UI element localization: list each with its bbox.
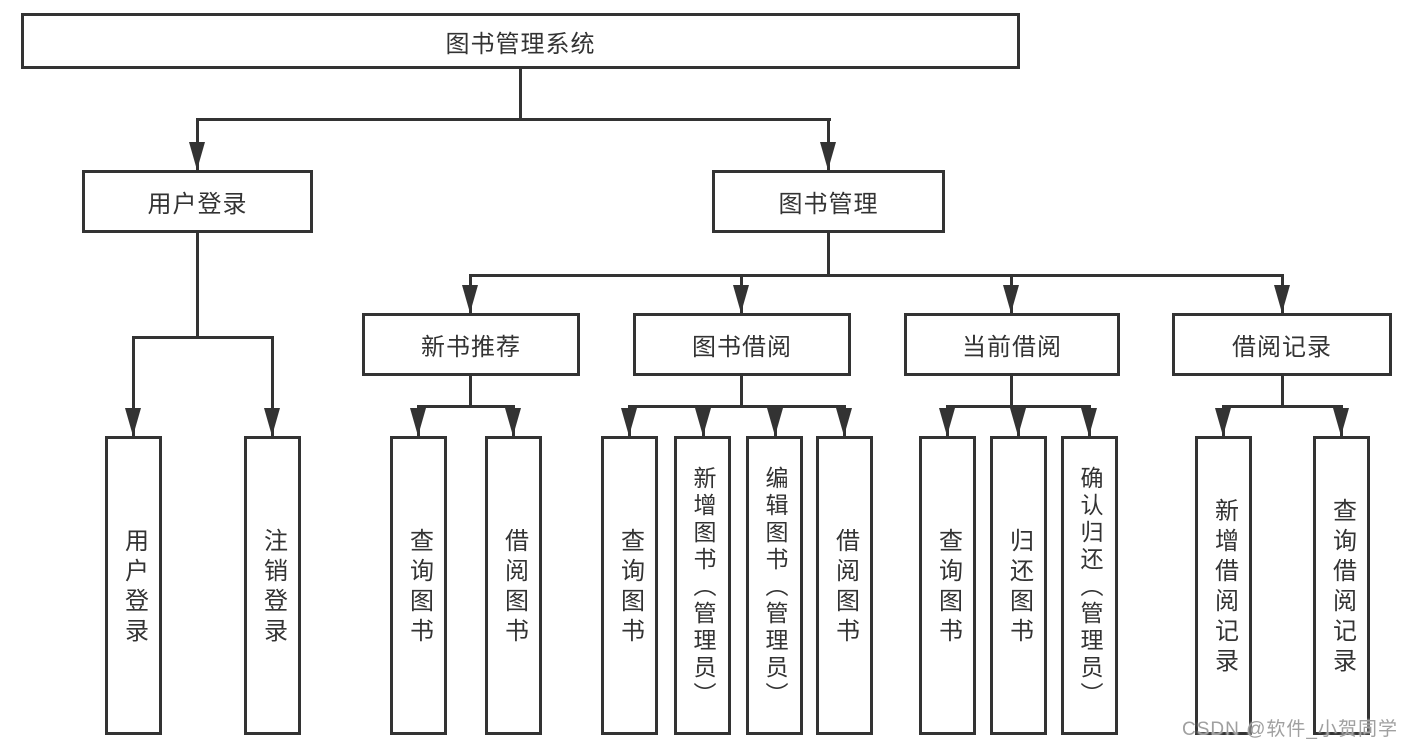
connector-cb-stem <box>1010 376 1013 405</box>
node-new-book-recommend: 新书推荐 <box>362 313 580 376</box>
arrow-down-icon <box>820 142 836 170</box>
node-root-library-system: 图书管理系统 <box>21 13 1020 69</box>
connector-root-stem <box>519 69 522 119</box>
connector-root-branch <box>196 118 831 121</box>
leaf-query-borrow-record: 查询借阅记录 <box>1313 436 1370 735</box>
arrow-down-icon <box>125 408 141 436</box>
arrow-down-icon <box>836 408 852 436</box>
arrow-down-icon <box>939 408 955 436</box>
leaf-logout: 注销登录 <box>244 436 301 735</box>
connector-book-mgmt-stem <box>827 233 830 274</box>
arrow-down-icon <box>189 142 205 170</box>
leaf-query-books: 查询图书 <box>390 436 447 735</box>
leaf-borrow-books: 借阅图书 <box>485 436 542 735</box>
arrow-down-icon <box>1274 285 1290 313</box>
arrow-down-icon <box>1333 408 1349 436</box>
leaf-confirm-return-admin: 确认归还（管理员） <box>1061 436 1118 735</box>
arrow-down-icon <box>1003 285 1019 313</box>
node-book-mgmt: 图书管理 <box>712 170 945 233</box>
connector-book-mgmt-branch <box>469 274 1283 277</box>
connector-user-login-branch <box>132 336 274 339</box>
csdn-watermark: CSDN @软件_小贺同学 <box>1182 719 1398 740</box>
arrow-down-icon <box>1010 408 1026 436</box>
leaf-borrow-books: 借阅图书 <box>816 436 873 735</box>
connector-drop-logout-leaf <box>271 336 274 436</box>
node-user-login: 用户登录 <box>82 170 313 233</box>
arrow-down-icon <box>462 285 478 313</box>
node-borrow-records: 借阅记录 <box>1172 313 1392 376</box>
leaf-return-books: 归还图书 <box>990 436 1047 735</box>
leaf-query-books: 查询图书 <box>919 436 976 735</box>
arrow-down-icon <box>264 408 280 436</box>
connector-bb-branch <box>628 405 845 408</box>
arrow-down-icon <box>695 408 711 436</box>
arrow-down-icon <box>1081 408 1097 436</box>
arrow-down-icon <box>733 285 749 313</box>
arrow-down-icon <box>505 408 521 436</box>
node-book-borrow: 图书借阅 <box>633 313 851 376</box>
arrow-down-icon <box>1215 408 1231 436</box>
connector-bb-stem <box>740 376 743 405</box>
leaf-user-login: 用户登录 <box>105 436 162 735</box>
node-current-borrow: 当前借阅 <box>904 313 1120 376</box>
connector-drop-login-leaf <box>132 336 135 436</box>
connector-user-login-stem <box>196 233 199 336</box>
arrow-down-icon <box>621 408 637 436</box>
leaf-add-borrow-record: 新增借阅记录 <box>1195 436 1252 735</box>
connector-br-stem <box>1281 376 1284 405</box>
leaf-add-books-admin: 新增图书（管理员） <box>674 436 731 735</box>
connector-nbr-stem <box>469 376 472 405</box>
leaf-edit-books-admin: 编辑图书（管理员） <box>746 436 803 735</box>
arrow-down-icon <box>767 408 783 436</box>
connector-br-branch <box>1222 405 1342 408</box>
connector-nbr-branch <box>417 405 515 408</box>
leaf-query-books: 查询图书 <box>601 436 658 735</box>
arrow-down-icon <box>410 408 426 436</box>
